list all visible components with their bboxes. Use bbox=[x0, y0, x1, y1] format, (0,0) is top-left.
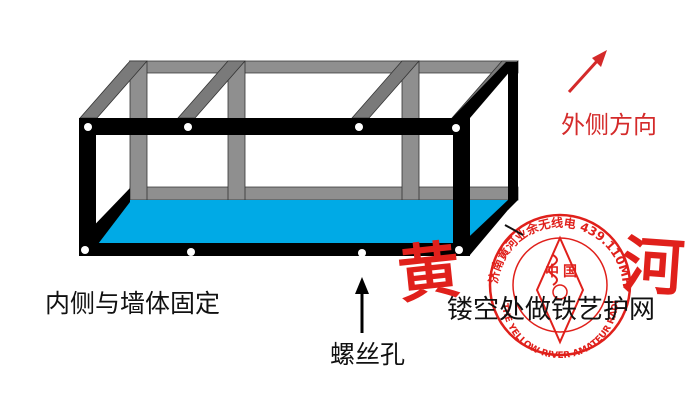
label-screw-hole: 螺丝孔 bbox=[330, 340, 406, 369]
screw-arrow-icon bbox=[355, 277, 369, 333]
screw-hole bbox=[187, 248, 195, 256]
screw-hole bbox=[81, 246, 89, 254]
screw-holes bbox=[81, 123, 463, 257]
screw-hole bbox=[355, 123, 363, 131]
screw-hole bbox=[184, 123, 192, 131]
label-outer-direction: 外侧方向 bbox=[561, 111, 657, 139]
screw-hole bbox=[84, 123, 92, 131]
label-inner-side: 内侧与墙体固定 bbox=[45, 289, 221, 318]
screw-hole bbox=[358, 249, 366, 257]
svg-text:中: 中 bbox=[545, 263, 559, 280]
screw-hole bbox=[455, 246, 463, 254]
label-hollow-area: 镂空处做铁艺护网 bbox=[447, 295, 656, 325]
front-frame bbox=[79, 61, 518, 256]
floor-panel bbox=[95, 200, 518, 245]
outer-direction-arrow-icon bbox=[567, 50, 607, 94]
screw-hole bbox=[452, 124, 460, 132]
svg-text:国: 国 bbox=[563, 264, 577, 280]
watermark-right-char: 河 bbox=[619, 227, 687, 306]
